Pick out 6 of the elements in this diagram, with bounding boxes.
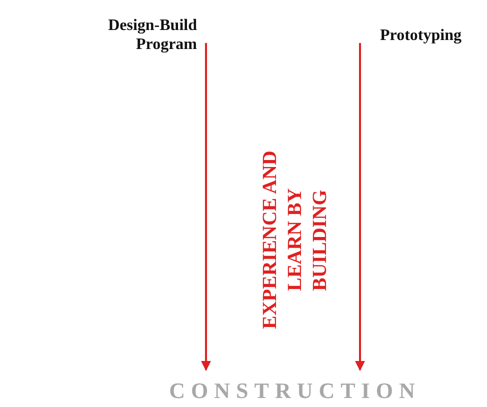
vertical-text: EXPERIENCE AND LEARN BY BUILDING [258, 150, 332, 332]
arrow [355, 43, 365, 371]
node-label: CONSTRUCTION [150, 378, 440, 404]
arrow [201, 43, 211, 371]
node-label: Prototyping [380, 26, 485, 46]
node-label: Design-Build Program [75, 16, 197, 54]
